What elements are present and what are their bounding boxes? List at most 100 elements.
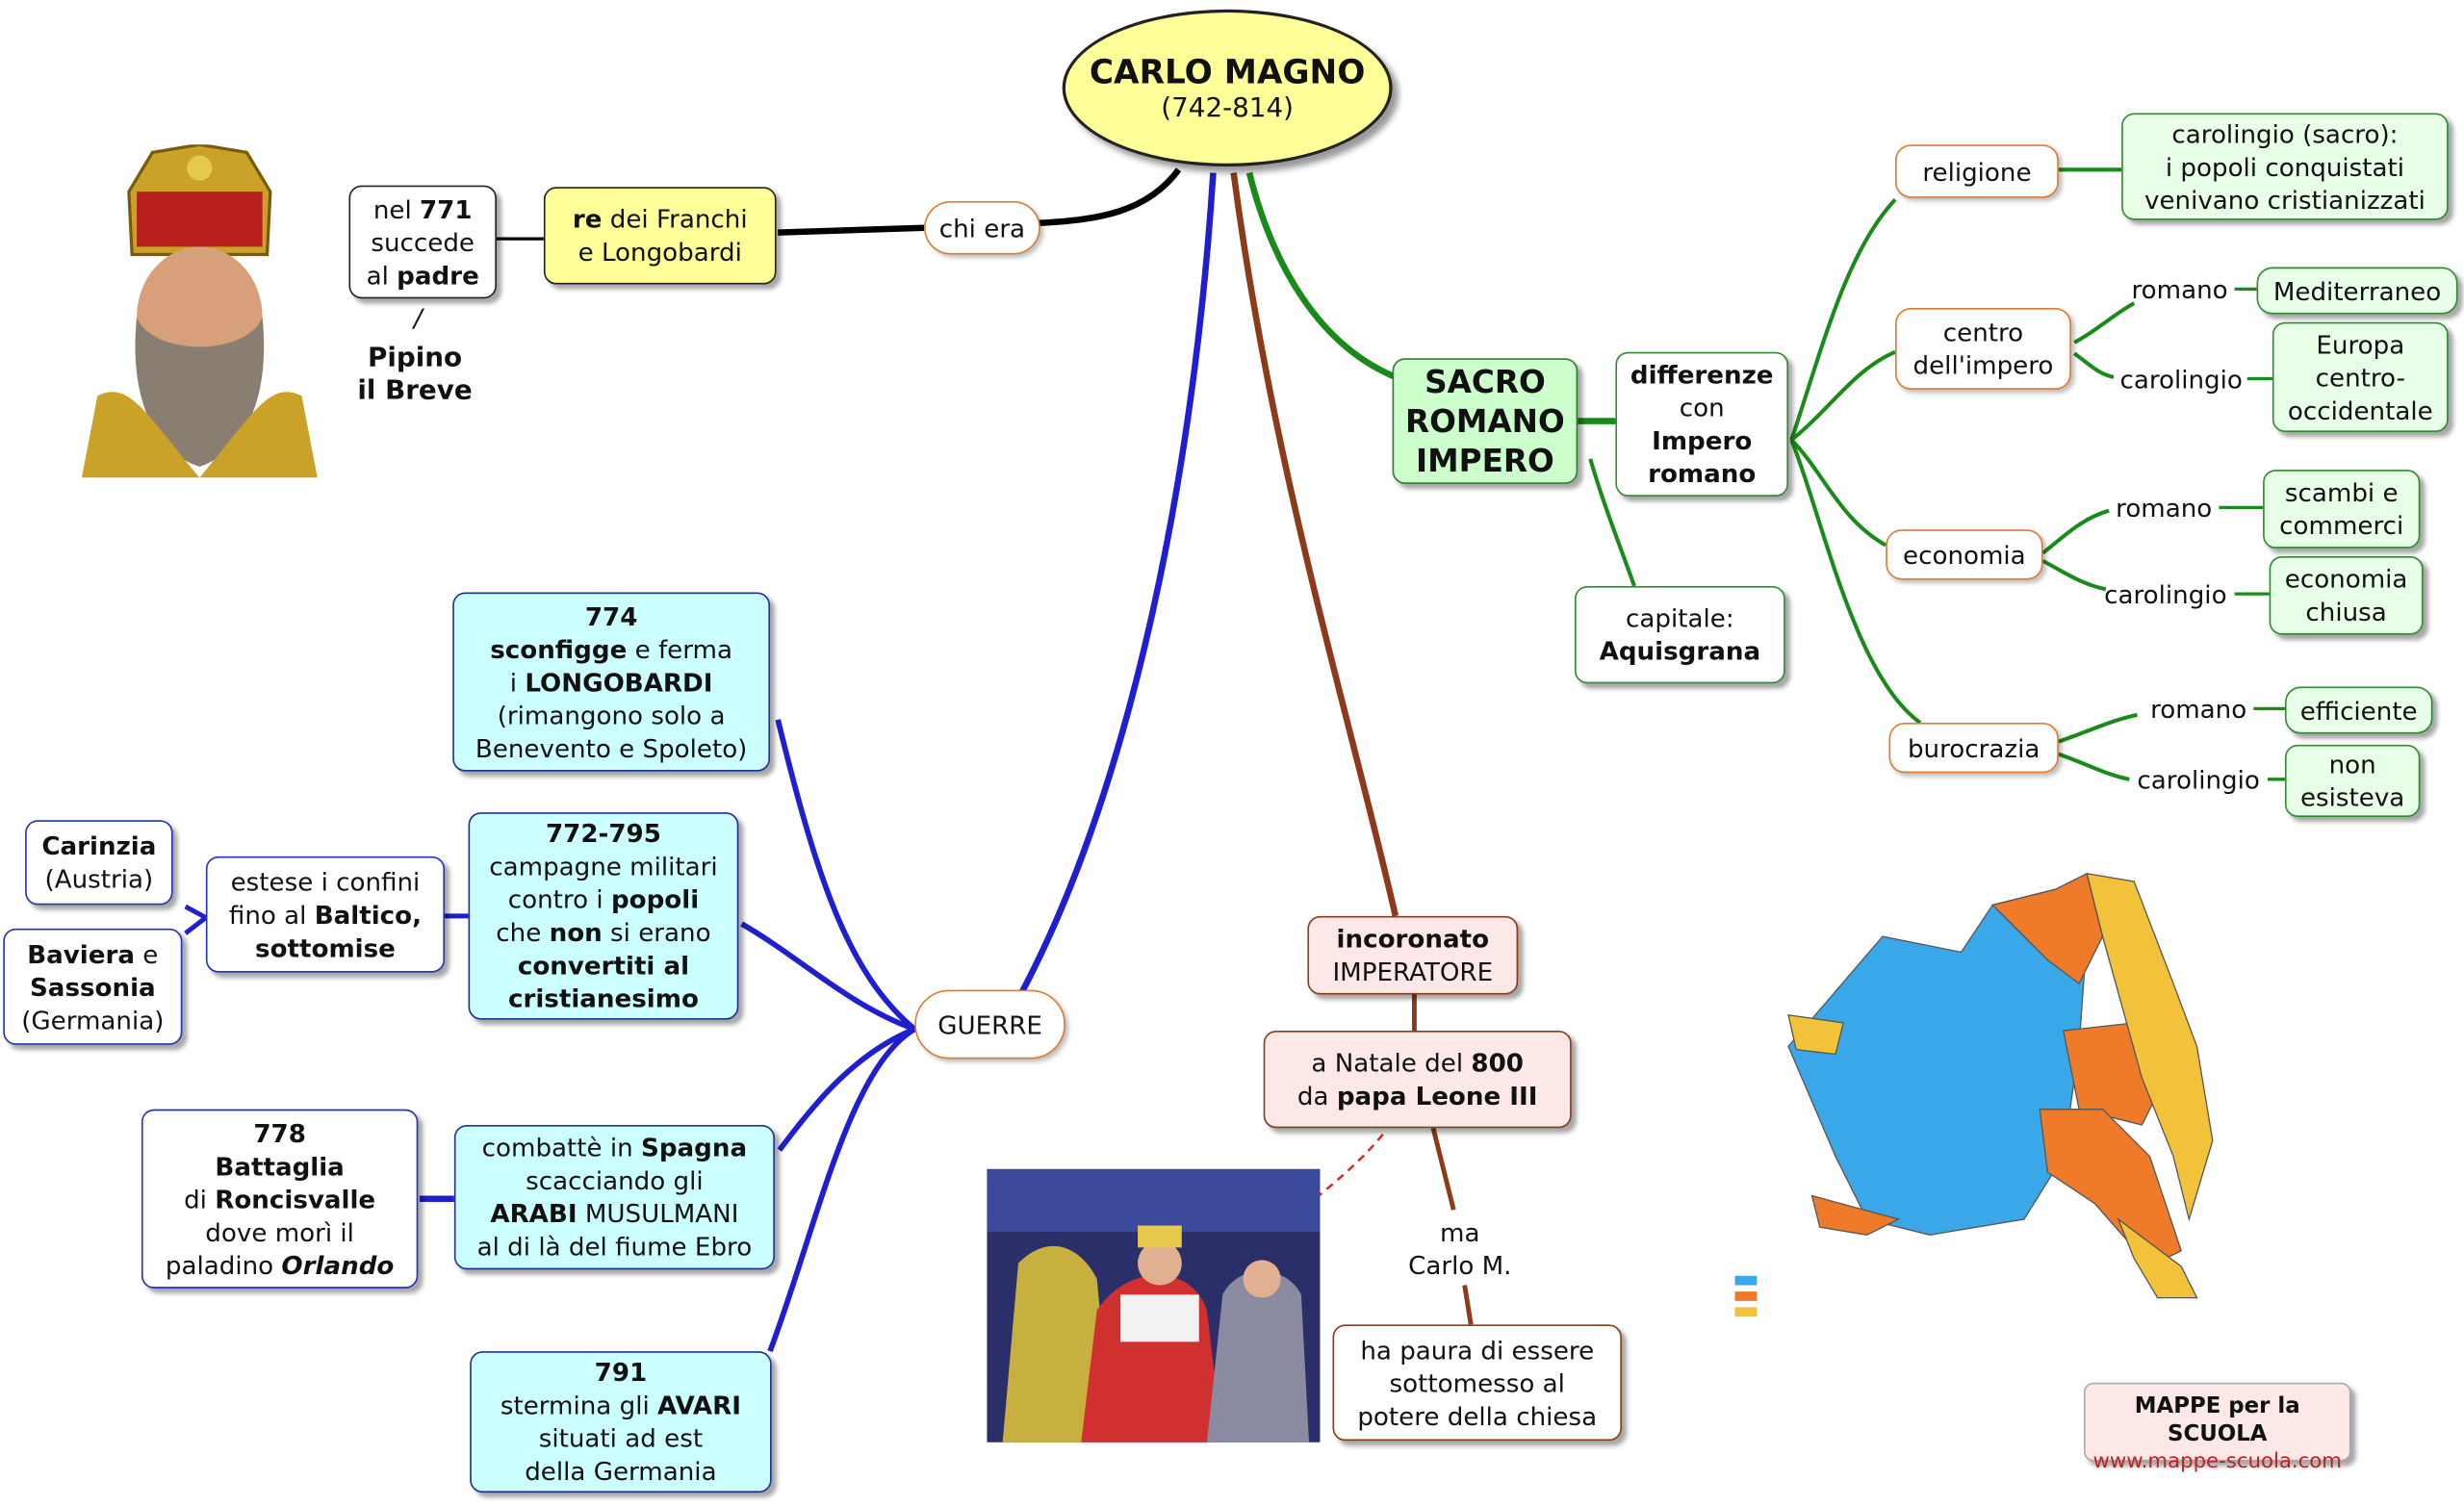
arabi: ARABI [490,1198,578,1229]
role-node: re dei Franchi e Longobardi [543,187,777,285]
natale-year: 800 [1471,1048,1524,1079]
musulmani: MUSULMANI [577,1198,739,1229]
carinzia-l2: (Austria) [44,863,154,895]
differenze-l2: con [1679,393,1725,423]
incoronato-node: incoronato IMPERATORE [1307,915,1519,995]
centro-romano: romano [2131,274,2228,305]
religione-detail: carolingio (sacro): i popoli conquistati… [2121,113,2449,220]
brand-name: MAPPE per la SCUOLA [2134,1393,2300,1447]
spagna-l4: al di là del fiume Ebro [476,1232,753,1263]
guerre-node: GUERRE [914,989,1065,1060]
charlemagne-portrait [81,144,318,478]
campagne-l6: cristianesimo [507,983,699,1014]
role-line2: e Longobardi [578,237,742,268]
succession-l2: succede [371,226,475,257]
baltico: Baltico, [314,899,423,930]
longobardi-l2-rest: e ferma [627,633,732,664]
chiusa-l2: chiusa [2305,597,2387,627]
baviera-node: Baviera e Sassonia (Germania) [3,928,183,1045]
confini-l1: estese i confini [230,866,421,897]
capitale-l2: Aquisgrana [1599,636,1761,667]
carinzia-l1: Carinzia [41,830,157,861]
economia-carolingio: carolingio [2104,579,2227,610]
paura-node: ha paura di essere sottomesso al potere … [1332,1324,1622,1442]
ma-l1: ma [1440,1217,1480,1248]
economia-node: economia [1886,529,2043,580]
succession-l1-pre: nel [372,193,421,224]
center-topic: CARLO MAGNO (742-814) [1062,9,1393,167]
guerre-label: GUERRE [937,1009,1042,1040]
father-l1: Pipino [367,342,463,374]
centro-romano-value: Mediterraneo [2256,267,2458,315]
spagna: Spagna [641,1133,748,1163]
baviera: Baviera [27,938,136,969]
burocrazia-node: burocrazia [1888,723,2059,774]
avari-l2-pre: stermina gli [500,1390,658,1420]
centro-carolingio-value: Europa centro- occidentale [2272,321,2449,432]
center-title: CARLO MAGNO [1089,52,1366,90]
papa-leone: papa Leone III [1336,1081,1538,1111]
roncisvalle-l4: dove morì il [205,1216,354,1247]
efficiente: efficiente [2299,695,2418,726]
differenze-node: differenze con Impero romano [1615,351,1789,497]
father-name: Pipino il Breve [346,343,484,409]
differenze-l1: differenze [1630,359,1774,390]
religione-detail-l2: i popoli conquistati [2165,151,2405,182]
non-esisteva-l2: esisteva [2299,782,2405,813]
coronation-painting [987,1168,1321,1443]
chiusa-l1: economia [2284,564,2408,595]
sacro-romano-impero: SACRO ROMANO IMPERO [1392,358,1578,484]
battaglia: Battaglia [215,1150,345,1181]
burocrazia-carolingio: carolingio [2137,765,2260,796]
longobardi-year: 774 [584,600,638,631]
longobardi-name: LONGOBARDI [525,667,713,698]
scambi-l2: commerci [2279,510,2404,541]
campagne-l3-pre: contro i [507,884,611,915]
role-bold: re [572,204,603,235]
economia-romano: romano [2116,493,2213,524]
spagna-node: combattè in Spagna scacciando gli ARABI … [453,1125,775,1270]
burocrazia-carolingio-value: non esisteva [2284,744,2421,818]
spagna-l2: scacciando gli [526,1165,704,1196]
paladino: paladino [165,1249,282,1280]
chi-era-label: chi era [938,213,1026,243]
campagne-popoli: popoli [610,884,700,915]
capitale-node: capitale: Aquisgrana [1574,585,1785,684]
germania: (Germania) [21,1005,165,1035]
roncisvalle-year: 778 [253,1117,306,1148]
ma-carlo: ma Carlo M. [1389,1216,1530,1283]
mediterraneo: Mediterraneo [2272,275,2442,306]
sconfigge: sconfigge [490,633,628,664]
economia-carolingio-value: economia chiusa [2269,555,2424,635]
campagne-l4-rest: si erano [602,917,711,948]
paura-l3: potere della chiesa [1357,1400,1598,1431]
impero-l1: SACRO [1424,362,1546,400]
carinzia-node: Carinzia (Austria) [25,820,173,906]
burocrazia-romano: romano [2150,694,2247,725]
campagne-l4-pre: che [496,917,550,948]
succession-l3-pre: al [366,260,398,291]
chi-era-node: chi era [924,200,1040,255]
confini-node: estese i confini fino al Baltico, sottom… [205,856,446,973]
roncisvalle: Roncisvalle [215,1184,376,1214]
longobardi-l4: (rimangono solo a [497,700,726,730]
baviera-rest: e [135,938,159,969]
avari-l3: situati ad est [538,1423,704,1454]
religione-detail-l3: venivano cristianizzati [2143,184,2426,215]
campagne-l2: campagne militari [489,851,718,881]
ma-l2: Carlo M. [1408,1250,1512,1281]
carolingian-empire-map [1725,842,2260,1352]
europa-l3: occidentale [2287,395,2433,425]
burocrazia-label: burocrazia [1907,732,2040,763]
longobardi-l3-pre: i [509,667,526,698]
religione-detail-l1: carolingio (sacro): [2171,118,2399,149]
paura-l2: sottomesso al [1389,1367,1565,1398]
incoronato-rest: IMPERATORE [1332,957,1494,987]
differenze-l3: Impero [1652,425,1753,456]
avari-l4: della Germania [525,1456,717,1487]
campagne-non: non [549,917,603,948]
brand-url[interactable]: www.mappe-scuola.com [2092,1449,2342,1474]
economia-label: economia [1903,539,2026,570]
father-l2: il Breve [357,375,473,407]
